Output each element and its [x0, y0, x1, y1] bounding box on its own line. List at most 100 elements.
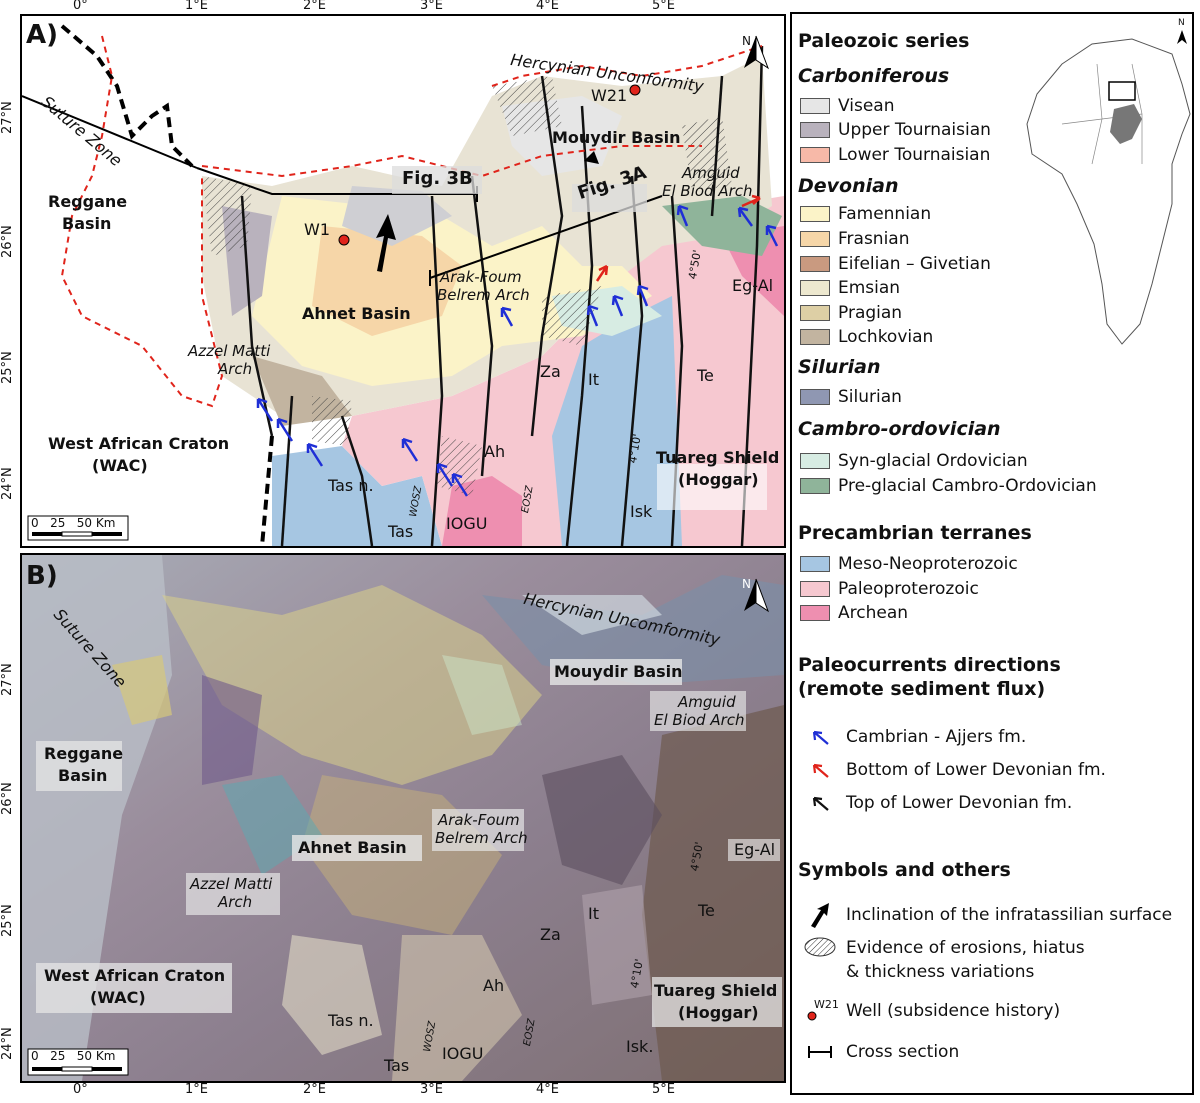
legend-item-bottom-lower-devonian: Bottom of Lower Devonian fm.	[800, 760, 1106, 780]
lon-bottom-0: 0°	[73, 1082, 88, 1097]
legend-item-well: W21 Well (subsidence history)	[800, 998, 1060, 1024]
legend-label: Inclination of the infratassilian surfac…	[846, 905, 1173, 925]
precambrian-title: Precambrian terranes	[798, 522, 1032, 544]
iogu-b-label: IOGU	[442, 1044, 484, 1063]
fig3b-label: Fig. 3B	[402, 168, 473, 189]
blue-arrow-icon	[800, 728, 840, 746]
cross-section-icon	[800, 1044, 840, 1060]
north-b-label: N	[742, 577, 751, 591]
w21-label: W21	[591, 86, 628, 105]
legend-label: Pragian	[838, 303, 903, 323]
lon-top-4: 4°E	[536, 0, 559, 13]
legend-item-lower-tournaisian: Lower Tournaisian	[800, 145, 990, 165]
legend-label: Cambrian - Ajjers fm.	[846, 727, 1027, 747]
legend-label: Cross section	[846, 1042, 960, 1062]
swatch-famennian	[800, 206, 830, 222]
lat-b-25: 25°N	[0, 904, 15, 937]
azzel-b-label-2: Arch	[218, 893, 253, 911]
reggane-label-1: Reggane	[48, 192, 128, 211]
arak-label-1: Arak-Foum	[440, 268, 522, 286]
legend-label: Lower Tournaisian	[838, 145, 991, 165]
legend-item-emsian: Emsian	[800, 278, 900, 298]
swatch-frasnian	[800, 231, 830, 247]
legend-item-silurian: Silurian	[800, 387, 902, 407]
azzel-label-1: Azzel Matti	[188, 342, 271, 360]
legend-label: Eifelian – Givetian	[838, 254, 991, 274]
paleocurrents-title-2: (remote sediment flux)	[798, 678, 1046, 700]
lon-bottom-2: 2°E	[303, 1082, 326, 1097]
swatch-syn-glacial	[800, 453, 830, 469]
scale-a-label: 0 25 50 Km	[31, 516, 116, 530]
tuareg-b-label-1: Tuareg Shield	[654, 981, 778, 1000]
red-arrow-icon	[800, 761, 840, 779]
legend-label: Frasnian	[838, 229, 910, 249]
eg-al-label: Eg-Al	[732, 276, 774, 295]
legend-label: Silurian	[838, 387, 902, 407]
legend-label: Well (subsidence history)	[846, 1001, 1061, 1021]
lon-bottom-4: 4°E	[536, 1082, 559, 1097]
mouydir-label: Mouydir Basin	[552, 128, 681, 147]
legend-item-erosion: Evidence of erosions, hiatus & thickness…	[800, 936, 1085, 984]
legend-item-pragian: Pragian	[800, 303, 902, 323]
panel-b-map: B) Suture Zone Hercynian Uncomformity Mo…	[20, 553, 786, 1083]
panel-a-geology	[22, 16, 784, 546]
lat-a-27: 27°N	[0, 101, 15, 134]
za-b-label: Za	[540, 925, 561, 944]
lon-top-3: 3°E	[420, 0, 443, 13]
lat-b-24: 24°N	[0, 1027, 15, 1060]
silurian-title: Silurian	[798, 356, 881, 378]
legend-label: & thickness variations	[846, 962, 1035, 982]
amguid-b-label-1: Amguid	[678, 693, 736, 711]
legend-item-paleoproterozoic: Paleoproterozoic	[800, 579, 979, 599]
lat-b-27: 27°N	[0, 663, 15, 696]
ah-b-label: Ah	[483, 976, 505, 995]
legend-label: Top of Lower Devonian fm.	[846, 793, 1073, 813]
legend-label: Emsian	[838, 278, 901, 298]
panel-a-label: A)	[26, 20, 59, 50]
tuareg-b-label-2: (Hoggar)	[678, 1003, 759, 1022]
lon-top-1: 1°E	[185, 0, 208, 13]
it-b-label: It	[588, 904, 599, 923]
legend-item-top-lower-devonian: Top of Lower Devonian fm.	[800, 793, 1072, 813]
swatch-pre-glacial	[800, 478, 830, 494]
azzel-label-2: Arch	[218, 360, 253, 378]
swatch-upper-tournaisian	[800, 122, 830, 138]
paleocurrents-title-1: Paleocurrents directions	[798, 654, 1061, 676]
wac-label-2: (WAC)	[92, 456, 148, 475]
swatch-visean	[800, 98, 830, 114]
w1-label: W1	[304, 220, 330, 239]
wac-b-label-2: (WAC)	[90, 988, 146, 1007]
panel-b-label: B)	[26, 561, 58, 591]
ah-label: Ah	[484, 442, 506, 461]
ahnet-b-label: Ahnet Basin	[298, 838, 407, 857]
amguid-b-label-2: El Biod Arch	[654, 711, 745, 729]
paleozoic-title: Paleozoic series	[798, 30, 970, 52]
legend-panel: N Paleozoic series Carboniferous Visean …	[790, 12, 1194, 1095]
legend-item-pre-glacial: Pre-glacial Cambro-Ordovician	[800, 476, 1097, 496]
mouydir-b-label: Mouydir Basin	[554, 662, 683, 681]
za-label: Za	[540, 362, 561, 381]
swatch-meso-neoproterozoic	[800, 556, 830, 572]
isk-label: Isk	[630, 502, 653, 521]
legend-item-famennian: Famennian	[800, 204, 931, 224]
tas-b-label: Tas	[384, 1056, 410, 1075]
africa-inset-map	[1026, 30, 1191, 345]
lon-bottom-5: 5°E	[652, 1082, 675, 1097]
tas-label: Tas	[388, 522, 414, 541]
devonian-title: Devonian	[798, 175, 899, 197]
legend-item-frasnian: Frasnian	[800, 229, 910, 249]
lon-bottom-1: 1°E	[185, 1082, 208, 1097]
iogu-label: IOGU	[446, 514, 488, 533]
te-label: Te	[697, 366, 714, 385]
wac-label-1: West African Craton	[48, 434, 230, 453]
swatch-archean	[800, 605, 830, 621]
scale-b-label: 0 25 50 Km	[31, 1049, 116, 1063]
legend-label: Bottom of Lower Devonian fm.	[846, 760, 1106, 780]
symbols-title: Symbols and others	[798, 859, 1011, 881]
legend-label: Visean	[838, 96, 895, 116]
legend-label: Paleoproterozoic	[838, 579, 979, 599]
legend-item-upper-tournaisian: Upper Tournaisian	[800, 120, 991, 140]
arak-b-label-2: Belrem Arch	[435, 829, 528, 847]
legend-item-visean: Visean	[800, 96, 895, 116]
legend-item-lochkovian: Lochkovian	[800, 327, 933, 347]
